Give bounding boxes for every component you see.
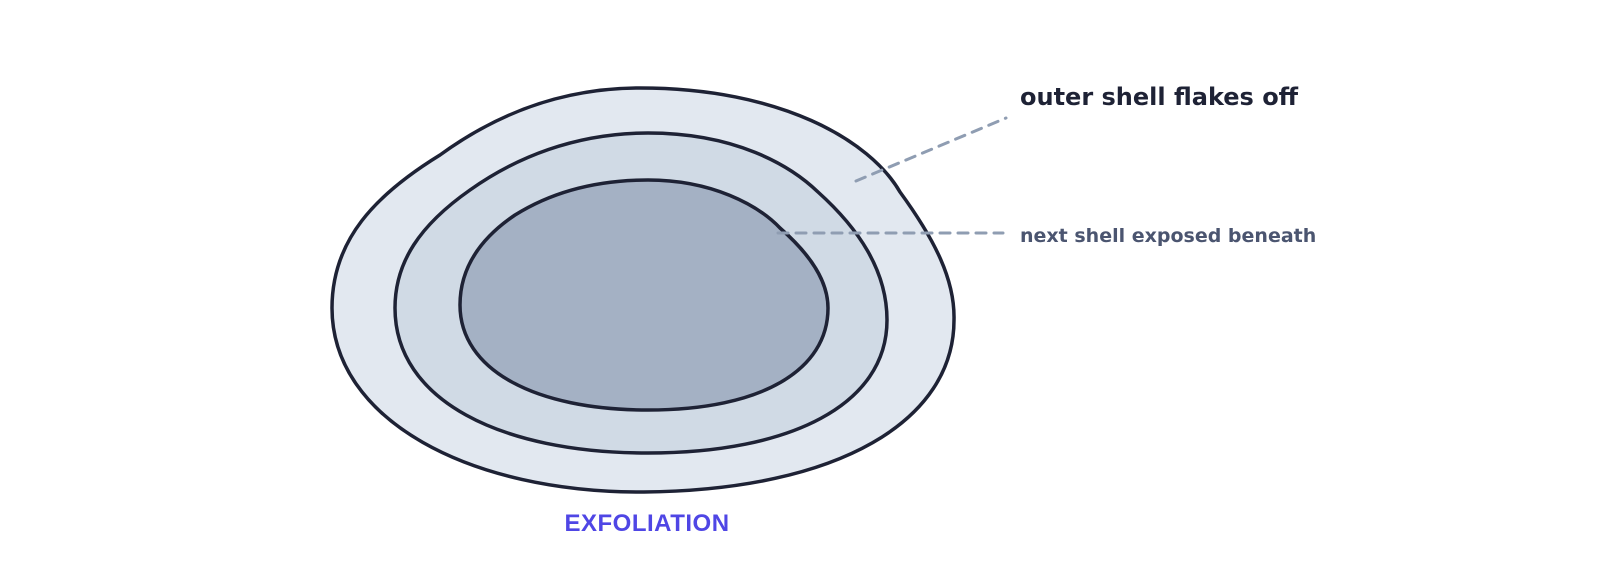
outer-shell-label: outer shell flakes off [1020, 83, 1299, 111]
inner-core [458, 178, 830, 412]
leader-line-outer [854, 116, 1008, 183]
diagram-title: EXFOLIATION [564, 510, 729, 537]
next-shell-label: next shell exposed beneath [1020, 225, 1316, 247]
